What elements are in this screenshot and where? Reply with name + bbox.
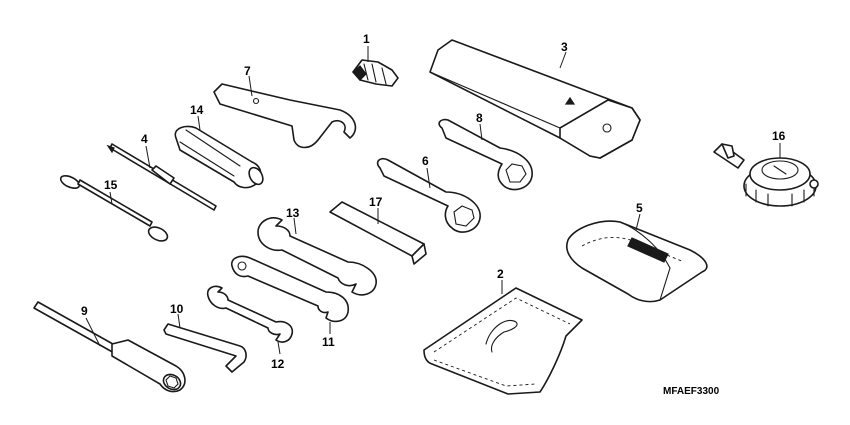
callout-7: 7 — [244, 64, 251, 78]
callout-15: 15 — [104, 178, 118, 192]
part-14-screwdriver-handle: 14 — [174, 103, 264, 189]
part-15-extension-bar: 15 — [59, 175, 169, 242]
callout-9: 9 — [81, 304, 88, 318]
callout-10: 10 — [170, 302, 184, 316]
part-5-cloth-pouch: 5 — [566, 201, 708, 303]
callout-11: 11 — [322, 335, 335, 349]
callout-14: 14 — [190, 103, 204, 117]
callout-3: 3 — [561, 40, 568, 54]
part-11-combination-wrench: 11 — [230, 255, 350, 349]
callout-16: 16 — [772, 129, 786, 143]
callout-12: 12 — [271, 357, 285, 371]
callout-5: 5 — [636, 201, 643, 215]
callout-8: 8 — [476, 111, 483, 125]
part-6-box-wrench: 6 — [376, 154, 481, 233]
part-9-socket-wrench: 9 — [33, 301, 186, 393]
callout-4: 4 — [141, 132, 148, 146]
part-3-tool-bag: 3 — [429, 39, 641, 159]
diagram-code: MFAEF3300 — [663, 386, 720, 397]
part-4-screwdriver-bit: 4 — [106, 132, 217, 211]
part-16-pressure-gauge: 16 — [713, 129, 819, 207]
callout-13: 13 — [286, 206, 300, 220]
part-2-manual-pouch: 2 — [423, 267, 583, 395]
callout-6: 6 — [422, 154, 429, 168]
part-10-hex-key: 10 — [163, 302, 247, 373]
part-8-box-wrench: 8 — [438, 111, 533, 191]
part-7-pin-spanner: 7 — [213, 64, 357, 149]
callout-2: 2 — [497, 267, 504, 281]
part-17-strap: 17 — [329, 195, 427, 265]
part-12-small-wrench: 12 — [206, 285, 294, 371]
callout-17: 17 — [369, 195, 383, 209]
callout-1: 1 — [363, 32, 370, 46]
part-1-fuse-puller: 1 — [352, 32, 399, 87]
part-13-open-end-wrench: 13 — [257, 206, 377, 296]
